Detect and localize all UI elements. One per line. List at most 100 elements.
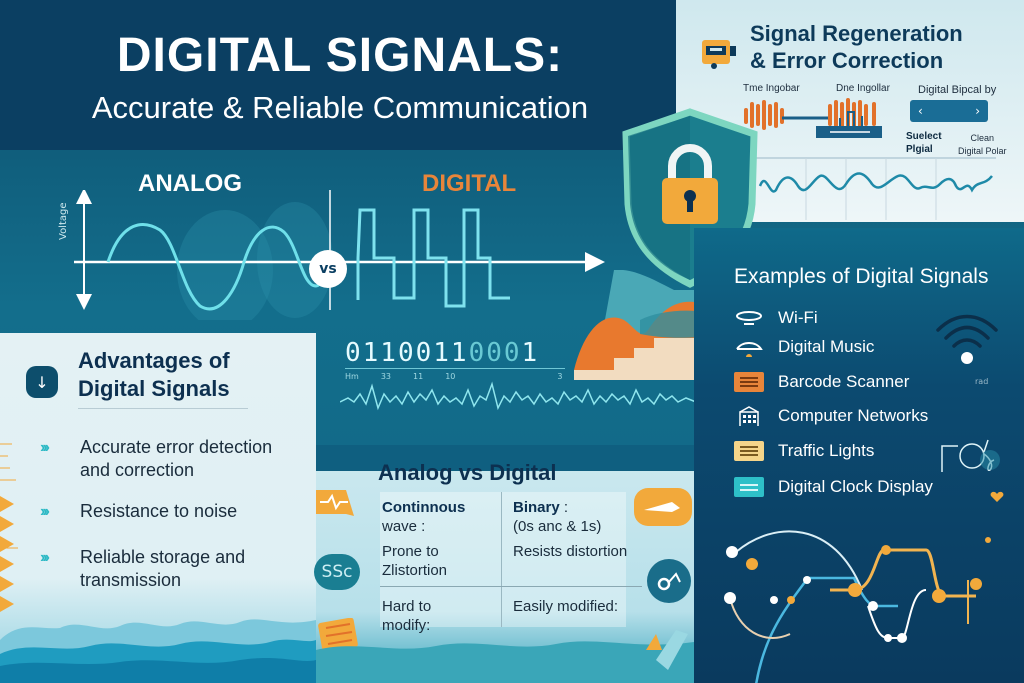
wifi-caption: rad [975,377,989,386]
binary-end: 1 [521,338,540,368]
advantage-text: Reliable storage and [80,547,246,567]
cell-text: (0s anc & 1s) [513,518,602,535]
clean-signal-graphic [756,157,996,220]
clean-line2: Digital Polar [958,146,1007,156]
page-title: DIGITAL SIGNALS: [116,29,564,82]
analog-digital-waveform [74,190,605,320]
header-banner [0,0,680,150]
cell-text: wave : [382,518,426,535]
noisy-label-2: Dne Ingollar [836,83,890,94]
example-item-barcode: Barcode Scanner [734,372,909,392]
regeneration-title: Signal Regeneration & Error Correction [750,20,963,74]
tick-labels: Hm 33 11 10 3 [345,372,565,381]
page-subtitle: Accurate & Reliable Communication [0,90,680,126]
cell-bold: Continnous [382,499,466,516]
analog-vs-digital-title: Analog vs Digital [378,460,557,485]
binary-bright: 0110011 [345,338,469,368]
example-item-wifi: Wi-Fi [734,308,818,328]
examples-title: Examples of Digital Signals [734,265,989,288]
decorative-bars [0,443,18,612]
clock-icon [734,477,764,497]
panel-header-strip [316,445,694,471]
tick-label: Hm [345,372,359,381]
advantage-text: and correction [80,460,195,480]
subtitle-rest: Communication [364,90,589,125]
advantage-item: ››› Accurate error detection and correcti… [40,436,272,482]
analog-wave-icon [316,490,354,516]
example-label: Digital Music [778,337,875,356]
table-column-divider [501,492,502,627]
advantages-title: Advantages of Digital Signals [78,347,230,403]
music-icon [736,342,763,357]
cell-bold: Binary [513,499,560,516]
chevron-right-icon: › [975,104,980,118]
example-label: Barcode Scanner [778,372,910,391]
chevrons-icon: ››› [40,439,50,456]
network-lines-graphic [724,530,991,683]
cell-text: Zlistortion [382,562,448,579]
advantages-title-line1: Advantages of [78,348,230,373]
advantage-item: ››› Resistance to noise [40,500,237,523]
example-label: Computer Networks [778,406,929,425]
chevron-left-icon: ‹ [918,104,923,118]
example-item-network: Computer Networks [734,406,928,426]
cell-text: Prone to [382,543,439,560]
divider [78,408,248,409]
signal-device-icon [702,40,736,69]
noisy-signal-graphic [744,98,882,138]
binary-dim: 000 [468,338,522,368]
cell-text: modify: [382,617,431,634]
arrow-down-icon: ↓ [26,366,58,398]
traffic-light-icon [734,441,764,461]
regeneration-title-line1: Signal Regeneration [750,21,963,46]
example-item-clock: Digital Clock Display [734,477,933,497]
example-label: Traffic Lights [778,441,875,460]
cell-digital-binary: Binary : (0s anc & 1s) [513,498,601,536]
digital-label-main: DIGITAL [422,170,517,197]
digital-label: Digital Bipcal by [918,84,997,96]
tick-label: 11 [413,372,424,381]
tick-label: 3 [557,372,563,381]
barcode-icon [734,372,764,392]
chevrons-icon: ››› [40,503,50,520]
cell-digital-easily: Easily modified: [513,598,619,615]
tick-label: 10 [445,372,456,381]
analog-vs-digital-panel [316,445,694,683]
advantage-text: Accurate error detection [80,437,273,457]
example-item-music: Digital Music [734,337,874,357]
vs-badge: vs [309,250,347,288]
noise-waveform [340,381,697,411]
panel-bottom-decoration [316,630,694,683]
subtitle-bold: Accurate & Reliable [91,90,365,125]
advantage-text: transmission [80,570,182,590]
digital-arrow-icon [634,488,692,526]
analog-label: ANALOG [138,170,242,197]
cell-analog-hard: Hard to modify: [382,597,431,635]
wave-decoration [0,619,316,683]
heart-icon [990,491,1004,502]
digital-note-icon [647,559,691,603]
sunlect-line2: Plgial [906,144,933,155]
cell-suffix: : [559,499,569,516]
wifi-signal-icon [936,314,998,364]
binary-sequence: 01100110001 [345,338,539,368]
sunlect-line1: Suelect [906,131,942,142]
cell-digital-resists: Resists distortion [513,543,628,560]
clean-label: Clean Digital Polar [958,132,1007,158]
example-label: Digital Clock Display [778,477,933,496]
binary-underline [345,368,565,369]
comparison-table [380,492,626,627]
voltage-axis-label: Voltage [58,202,69,240]
advantages-title-line2: Digital Signals [78,376,230,401]
network-icon [739,406,759,426]
clean-line1: Clean [970,133,995,143]
digital-signal-box: ‹ › [910,100,988,122]
cell-text: Hard to [382,598,432,615]
cell-analog-prone: Prone to Zlistortion [382,542,447,580]
sunlect-label: Suelect Plgial [906,130,942,156]
noisy-label-1: Tme Ingobar [743,83,800,94]
tick-label: 33 [380,372,391,381]
table-row-divider [380,586,642,587]
circuit-doodle-icon [941,439,1000,472]
